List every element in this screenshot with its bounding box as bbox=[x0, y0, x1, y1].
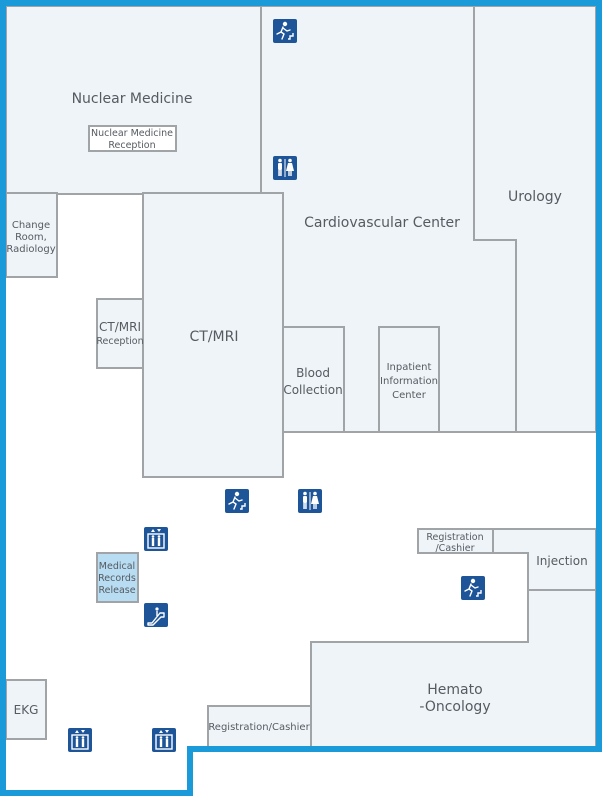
escalator-icon bbox=[143, 602, 169, 628]
nuclear-medicine-reception-line1: Nuclear Medicine bbox=[91, 128, 173, 139]
hemato-oncology-line2: -Oncology bbox=[419, 699, 490, 715]
room-change-room[interactable]: Change Room, Radiology bbox=[5, 192, 58, 278]
change-room-line1: Change bbox=[12, 220, 50, 231]
inpatient-information-line2: Information bbox=[380, 376, 438, 387]
room-nuclear-medicine[interactable]: Nuclear Medicine bbox=[5, 5, 262, 195]
medical-records-line2: Records bbox=[98, 573, 136, 584]
injection-label: Injection bbox=[536, 554, 587, 568]
room-ct-mri-reception[interactable]: CT/MRI Reception bbox=[96, 298, 144, 369]
nuclear-medicine-reception-line2: Reception bbox=[108, 140, 155, 151]
ct-mri-label: CT/MRI bbox=[190, 329, 239, 345]
medical-records-line3: Release bbox=[98, 585, 135, 596]
inpatient-information-line3: Center bbox=[392, 390, 427, 401]
ekg-label: EKG bbox=[14, 703, 39, 717]
room-nuclear-medicine-reception[interactable]: Nuclear Medicine Reception bbox=[88, 125, 177, 152]
blood-collection-line2: Collection bbox=[283, 383, 342, 397]
elevator-icon bbox=[151, 727, 177, 753]
inpatient-information-line1: Inpatient bbox=[387, 362, 432, 373]
restroom-icon bbox=[298, 489, 322, 513]
hemato-oncology-line1: Hemato bbox=[427, 682, 482, 698]
nuclear-medicine-label: Nuclear Medicine bbox=[72, 91, 193, 107]
room-ct-mri[interactable]: CT/MRI bbox=[142, 192, 284, 478]
blood-collection-line1: Blood bbox=[296, 366, 330, 380]
registration-right-line2: /Cashier bbox=[435, 543, 474, 554]
elevator-icon bbox=[143, 526, 169, 552]
urology-label: Urology bbox=[508, 189, 562, 205]
room-hemato-oncology[interactable]: Hemato -Oncology bbox=[310, 589, 597, 748]
registration-right-line1: Registration bbox=[426, 532, 483, 543]
room-injection[interactable]: Injection bbox=[492, 528, 597, 591]
emergency-exit-icon bbox=[460, 575, 486, 601]
restroom-icon bbox=[273, 156, 297, 180]
change-room-line3: Radiology bbox=[6, 244, 55, 255]
room-blood-collection[interactable]: Blood Collection bbox=[282, 326, 345, 433]
elevator-icon bbox=[67, 727, 93, 753]
room-medical-records-release[interactable]: Medical Records Release bbox=[96, 552, 139, 603]
medical-records-line1: Medical bbox=[99, 561, 135, 572]
registration-bottom-label: Registration/Cashier bbox=[208, 722, 310, 733]
cardiovascular-center-label: Cardiovascular Center bbox=[304, 215, 460, 231]
room-registration-cashier-right[interactable]: Registration /Cashier bbox=[417, 528, 494, 554]
ct-mri-reception-line2: Reception bbox=[96, 336, 143, 347]
change-room-line2: Room, bbox=[15, 232, 47, 243]
emergency-exit-icon bbox=[224, 488, 250, 514]
room-inpatient-information[interactable]: Inpatient Information Center bbox=[378, 326, 440, 433]
emergency-exit-icon bbox=[272, 18, 298, 44]
ct-mri-reception-line1: CT/MRI bbox=[99, 320, 141, 334]
room-registration-cashier-bottom[interactable]: Registration/Cashier bbox=[207, 705, 312, 748]
room-ekg[interactable]: EKG bbox=[5, 679, 47, 740]
